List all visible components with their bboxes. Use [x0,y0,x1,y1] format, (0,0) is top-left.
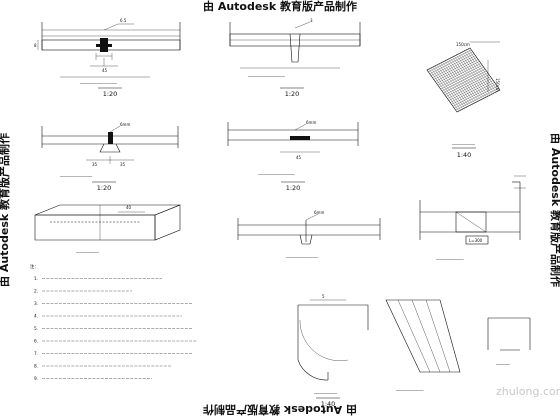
d4-scale: 1:20 [97,184,112,192]
detail-11: ____________ [385,299,461,392]
mesh-line [460,52,491,96]
mesh-line [455,87,499,111]
mesh-line [456,54,487,98]
note-line: 7. [34,351,38,357]
d8-caption: ____________ [435,256,464,261]
mesh-line [444,72,488,95]
note-line: 1. [34,276,38,282]
note-line: 9. [34,376,38,382]
mesh-line [462,51,493,95]
watermark-bottom: 由 Autodesk 教育版产品制作 [203,403,357,417]
d2-caption: ________________ [247,73,285,78]
detail-2: 3 ________________ 1:20 [229,18,361,98]
d3-scale: 1:40 [457,151,472,159]
mesh-outline [426,47,501,113]
mesh-line [446,74,490,97]
mesh-line [451,82,495,105]
note-line: 2. [34,289,38,295]
note-line: 4. [34,314,38,320]
mesh-line [450,80,494,103]
d1-tag: 6.5 [120,18,127,23]
d2-tag: 3 [310,18,313,23]
mesh-line [458,53,489,97]
detail-5: 6mm 45 ________________ 1:20 [227,120,359,192]
d4-caption: ______________ [59,173,93,178]
d1-width: 45 [102,68,108,73]
detail-1: 6.5 45 8 ________________ 1:20 [34,18,181,98]
mesh-line [450,57,481,101]
d3-width: 150cm [456,42,470,47]
watermark-top: 由 Autodesk 教育版产品制作 [203,0,357,13]
detail-7: 6mm ______________ [237,210,381,259]
d4-tag: 6mm [120,122,130,127]
mesh-line [454,55,485,99]
mesh-line [441,68,486,92]
detail-10: 5 __________ 1:40 [297,294,369,408]
mesh-line [465,49,497,93]
detail-8: L=300 ____________ [419,200,521,261]
mesh-line [452,56,483,100]
d12-caption: ______ [495,361,510,366]
mesh-line [452,84,496,107]
d10-scale: 1:40 [321,400,336,408]
watermark-left: 由 Autodesk 教育版产品制作 [0,133,11,287]
mesh-line [467,48,499,92]
note-line: 8. [34,364,38,370]
d1-caption: ________________ [79,80,117,85]
detail-9 [512,175,526,200]
d4-w1: 35 [92,162,98,167]
d5-w: 45 [296,155,302,160]
watermark-right: 由 Autodesk 教育版产品制作 [549,133,560,287]
detail-6: 40 __________ [34,204,181,254]
d1-side-dim: 8 [34,43,37,48]
d4-w2: 35 [120,162,126,167]
d6-w: 40 [126,205,132,210]
note-line: 5. [34,326,38,332]
detail-3-mesh: 150cm 150cm __________ 1:40 [426,41,501,159]
mesh-line [464,50,495,94]
d3-caption: __________ [451,141,476,146]
d11-caption: ____________ [395,387,424,392]
d10-caption: __________ [313,390,338,395]
d7-caption: ______________ [285,254,319,259]
d10-r: 5 [322,294,325,299]
notes-block: 注： 1. 2. 3. 4. 5. 6. 7. 8. 9. [30,263,197,382]
detail-4: 6mm 35 35 ______________ 1:20 [41,122,179,192]
notes-heading: 注： [30,263,39,270]
mesh-line [447,76,491,99]
d1-scale: 1:20 [103,90,118,98]
d3-height: 150cm [495,78,500,92]
d2-scale: 1:20 [285,90,300,98]
d5-scale: 1:20 [286,184,301,192]
d6-caption: __________ [75,249,100,254]
mesh-line [448,78,492,101]
mesh-line [443,70,487,94]
detail-12: ______ [487,317,531,366]
d5-tag: 6mm [306,120,316,125]
note-line: 3. [34,301,38,307]
mesh-line [454,86,498,109]
d5-caption: ________________ [257,171,295,176]
note-line: 6. [34,339,38,345]
zhulong-logo: zhulong.com [496,385,560,398]
d7-tag: 6mm [314,210,324,215]
d8-box: L=300 [469,238,483,243]
